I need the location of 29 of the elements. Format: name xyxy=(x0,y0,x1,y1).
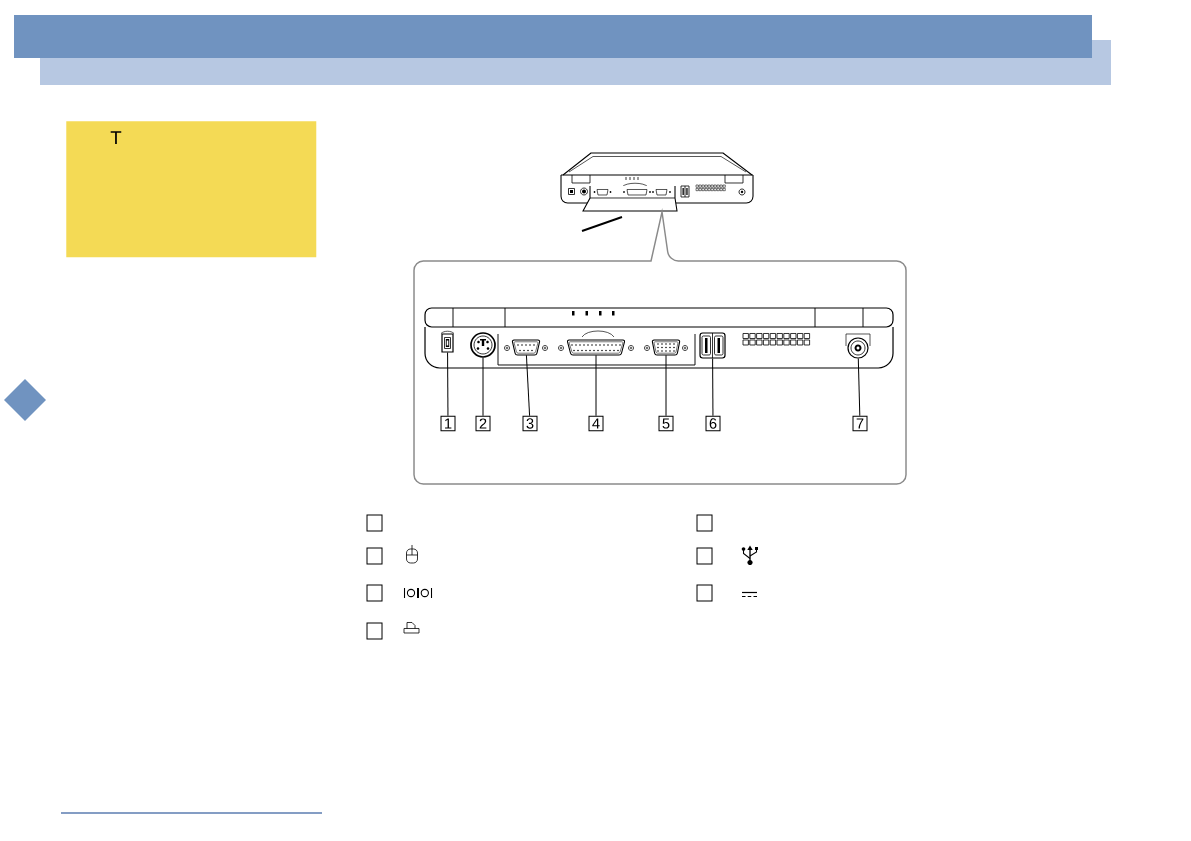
leader-line xyxy=(482,357,484,417)
callout-number: 4 xyxy=(588,415,604,432)
usb-port xyxy=(699,332,726,359)
mouse-port xyxy=(470,332,496,358)
dc-in-port xyxy=(845,333,871,359)
leader-line xyxy=(857,358,861,417)
callout-number: 2 xyxy=(475,415,491,432)
leader-line xyxy=(525,354,531,417)
leader-line xyxy=(595,354,597,417)
note-box: T xyxy=(66,121,317,258)
callout-number: 7 xyxy=(852,415,868,432)
monitor-port xyxy=(644,339,688,356)
firewire-port xyxy=(440,330,455,353)
serial-port xyxy=(504,339,548,356)
callout-number: 3 xyxy=(522,415,538,432)
printer-port xyxy=(558,339,634,356)
callout-number: 5 xyxy=(658,415,674,432)
leader-line xyxy=(712,358,714,417)
callout-number: 1 xyxy=(440,415,456,432)
leader-line xyxy=(665,354,667,417)
callout-box xyxy=(366,514,383,532)
leader-line xyxy=(447,352,449,417)
callout-box xyxy=(696,514,713,532)
callout-box xyxy=(366,584,383,602)
callout-box xyxy=(696,584,713,602)
callout-box xyxy=(366,622,383,640)
callout-box xyxy=(696,547,713,565)
callout-number: 6 xyxy=(705,415,721,432)
callout-box xyxy=(366,547,383,565)
